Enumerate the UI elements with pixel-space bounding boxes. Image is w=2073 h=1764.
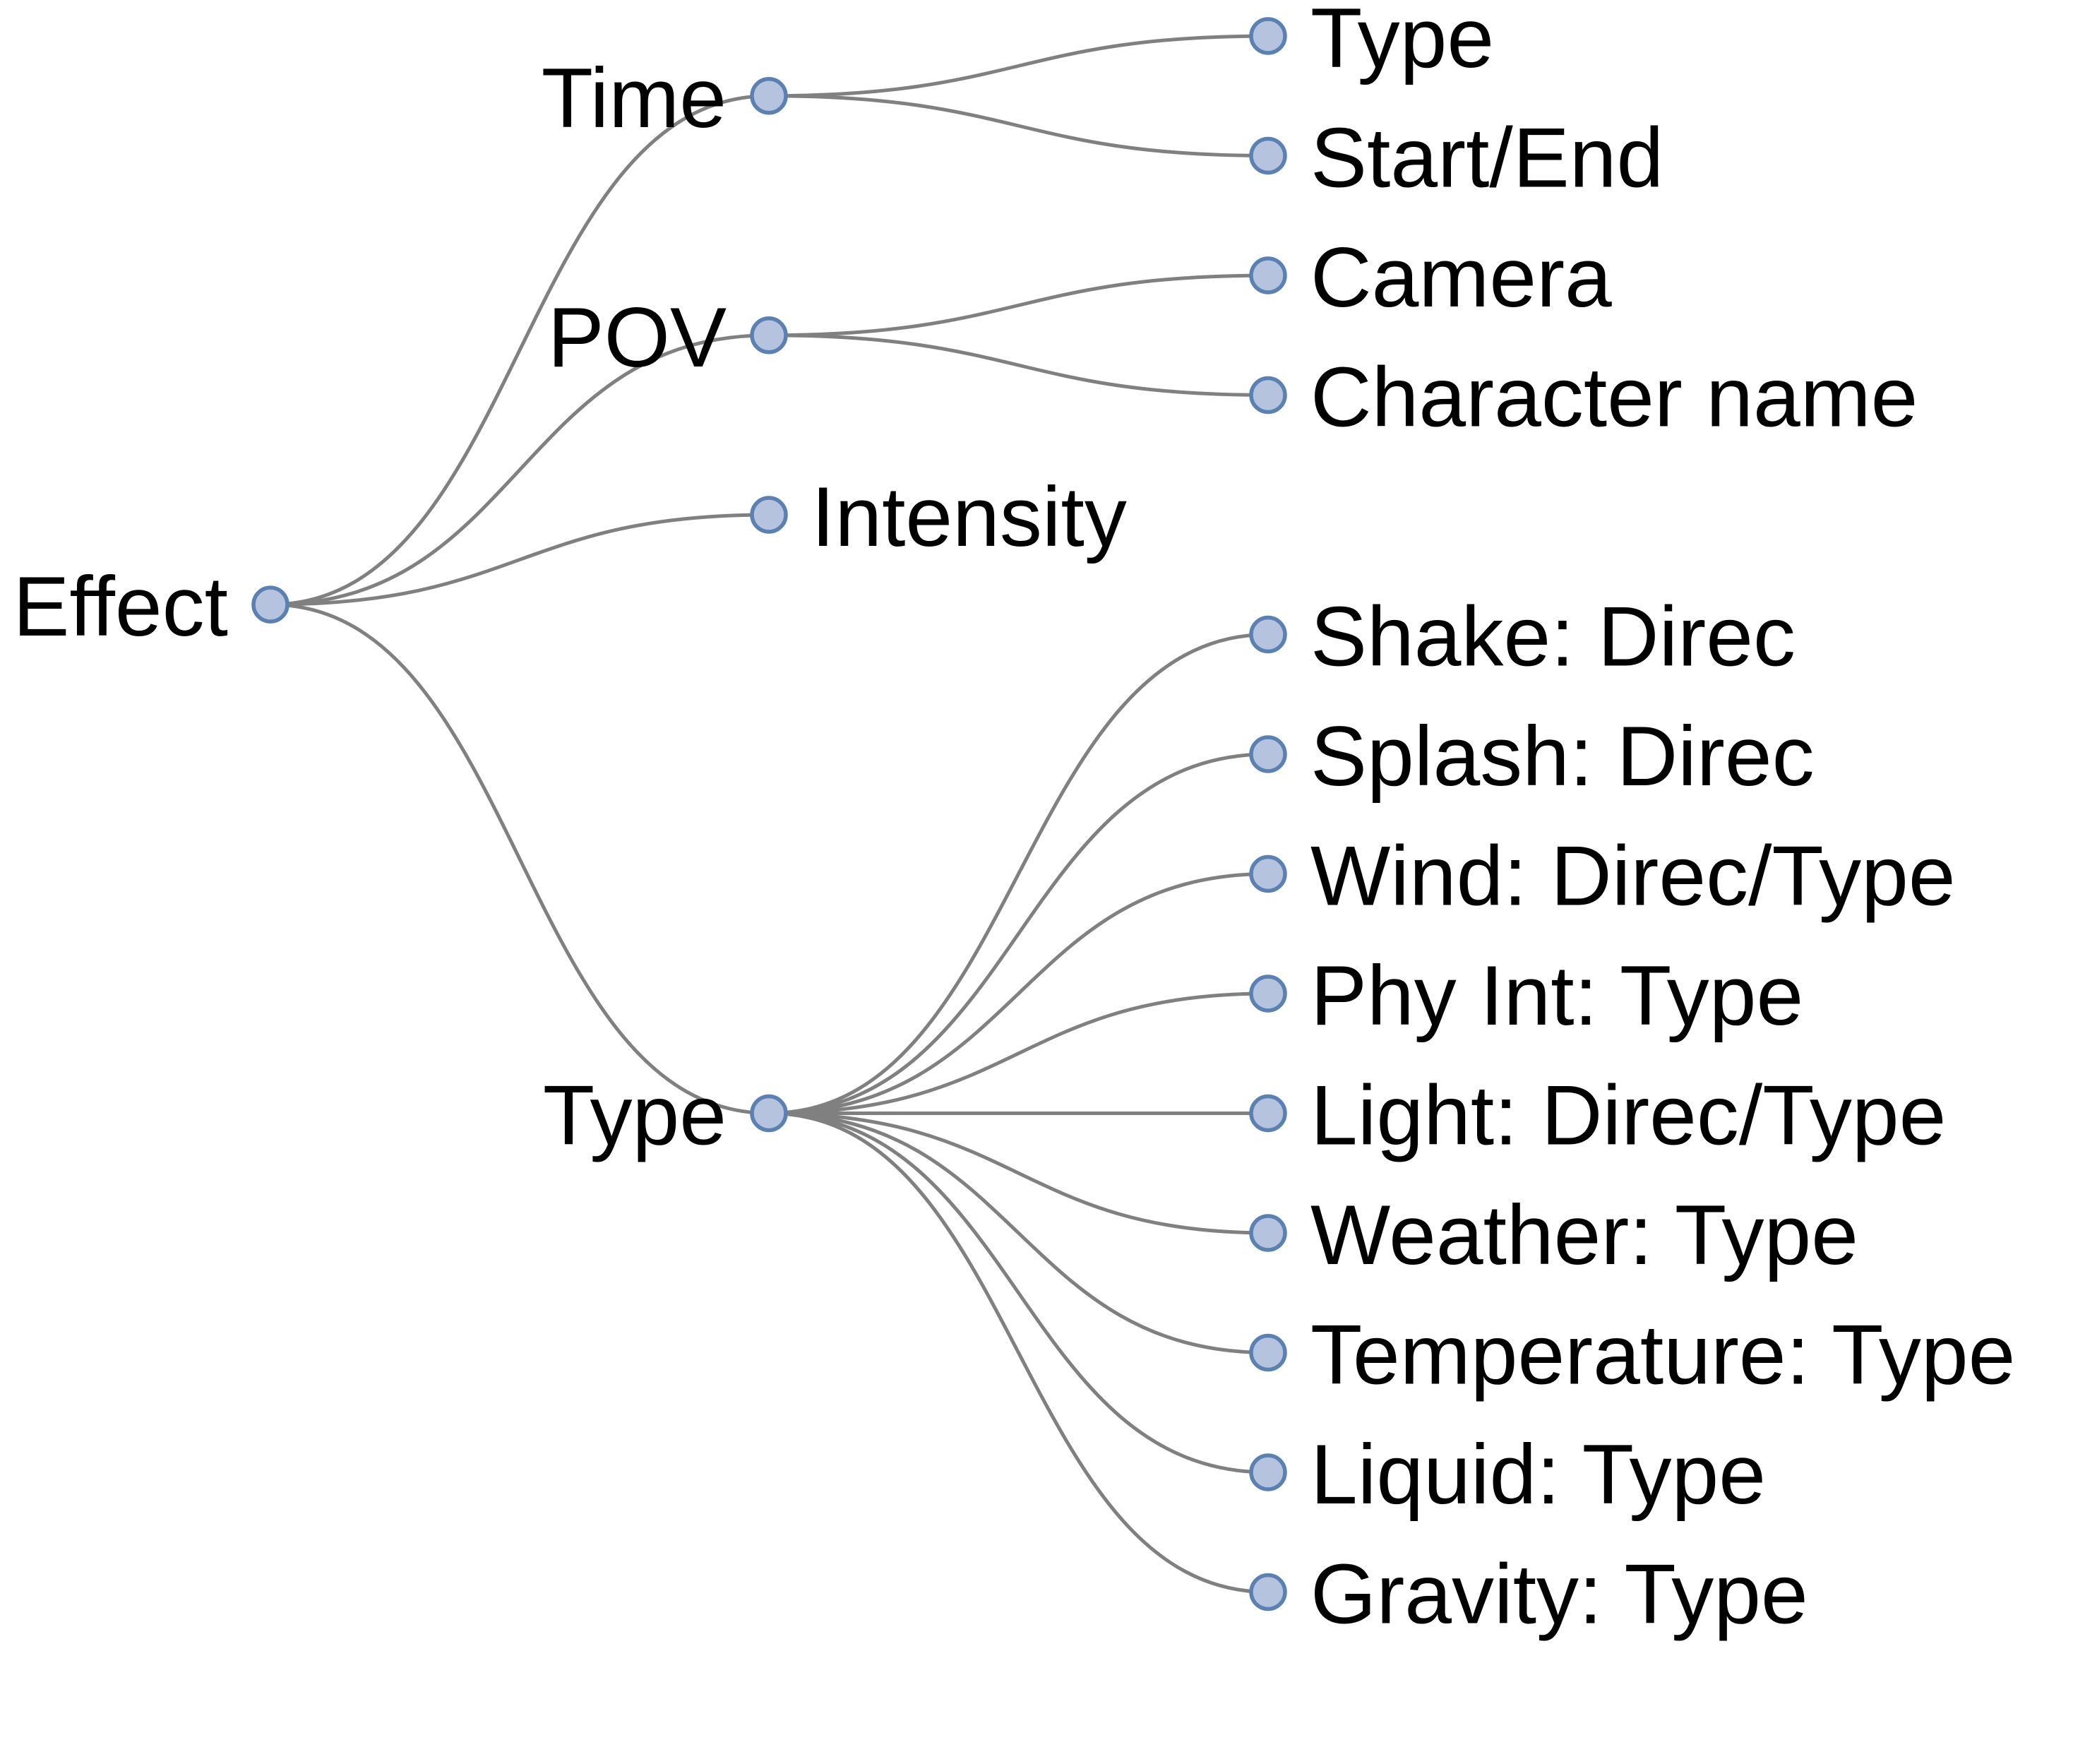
node-circle — [251, 585, 289, 624]
link-effect-to-pov — [270, 333, 770, 607]
node-circle — [1249, 615, 1287, 654]
node-label: Splash: Direc — [1310, 709, 1815, 804]
link-time-to-start-end — [768, 94, 1269, 157]
tree-node-type: Type — [1249, 0, 1494, 85]
node-circle — [1249, 1214, 1287, 1252]
tree-node-weather-type: Weather: Type — [1249, 1188, 1858, 1282]
link-pov-to-character-name — [768, 333, 1269, 397]
node-label: Wind: Direc/Type — [1310, 829, 1956, 924]
node-circle — [1249, 854, 1287, 893]
tree-links — [270, 34, 1269, 1594]
tree-node-light-direc-type: Light: Direc/Type — [1249, 1068, 1946, 1163]
node-label: Time — [542, 51, 727, 145]
node-circle — [1249, 1094, 1287, 1133]
node-circle — [1249, 256, 1287, 294]
link-type-to-phy-int-type — [768, 991, 1269, 1115]
node-label: Type — [1310, 0, 1494, 85]
tree-node-character-name: Character name — [1249, 350, 1918, 445]
link-type-to-temperature-type — [768, 1112, 1269, 1354]
node-circle — [1249, 17, 1287, 55]
node-circle — [1249, 1573, 1287, 1611]
link-time-to-type — [768, 34, 1269, 98]
node-label: Weather: Type — [1310, 1188, 1858, 1282]
link-type-to-shake-direc — [768, 633, 1269, 1115]
node-label: Phy Int: Type — [1310, 948, 1803, 1043]
node-circle — [1249, 376, 1287, 415]
tree-node-gravity-type: Gravity: Type — [1249, 1547, 1808, 1642]
tree-node-liquid-type: Liquid: Type — [1249, 1427, 1766, 1522]
node-circle — [1249, 735, 1287, 773]
node-circle — [1249, 975, 1287, 1013]
node-label: Liquid: Type — [1310, 1427, 1766, 1522]
tree-node-splash-direc: Splash: Direc — [1249, 709, 1815, 804]
node-label: Temperature: Type — [1310, 1308, 2015, 1402]
node-label: Shake: Direc — [1310, 590, 1796, 684]
node-circle — [750, 316, 788, 354]
node-label: Camera — [1310, 230, 1612, 325]
link-type-to-liquid-type — [768, 1112, 1269, 1474]
node-circle — [1249, 136, 1287, 175]
tree-node-start-end: Start/End — [1249, 111, 1663, 205]
node-circle — [1249, 1453, 1287, 1491]
tree-node-shake-direc: Shake: Direc — [1249, 590, 1796, 684]
tree-node-wind-direc-type: Wind: Direc/Type — [1249, 829, 1956, 924]
node-label: POV — [548, 290, 727, 385]
node-label: Intensity — [811, 470, 1127, 564]
node-label: Gravity: Type — [1310, 1547, 1808, 1642]
link-type-to-weather-type — [768, 1112, 1269, 1235]
link-type-to-gravity-type — [768, 1112, 1269, 1594]
tree-node-type: Type — [543, 1068, 788, 1163]
link-effect-to-time — [270, 94, 770, 607]
tree-node-time: Time — [542, 51, 788, 145]
node-circle — [750, 77, 788, 115]
tree-node-phy-int-type: Phy Int: Type — [1249, 948, 1803, 1043]
node-label: Effect — [13, 559, 228, 654]
tree-node-intensity: Intensity — [750, 470, 1127, 564]
node-label: Light: Direc/Type — [1310, 1068, 1946, 1163]
link-type-to-splash-direc — [768, 752, 1269, 1115]
node-circle — [750, 1094, 788, 1133]
tree-node-camera: Camera — [1249, 230, 1612, 325]
tree-node-effect: Effect — [13, 559, 289, 654]
tree-node-pov: POV — [548, 290, 788, 385]
tree-nodes: EffectTimeTypeStart/EndPOVCameraCharacte… — [13, 0, 2015, 1642]
link-effect-to-intensity — [270, 513, 770, 607]
link-effect-to-type — [270, 602, 770, 1115]
node-circle — [1249, 1333, 1287, 1372]
node-label: Character name — [1310, 350, 1918, 445]
node-label: Type — [543, 1068, 727, 1163]
link-type-to-wind-direc-type — [768, 872, 1269, 1115]
node-circle — [750, 496, 788, 534]
tree-node-temperature-type: Temperature: Type — [1249, 1308, 2015, 1402]
node-label: Start/End — [1310, 111, 1663, 205]
link-pov-to-camera — [768, 273, 1269, 338]
